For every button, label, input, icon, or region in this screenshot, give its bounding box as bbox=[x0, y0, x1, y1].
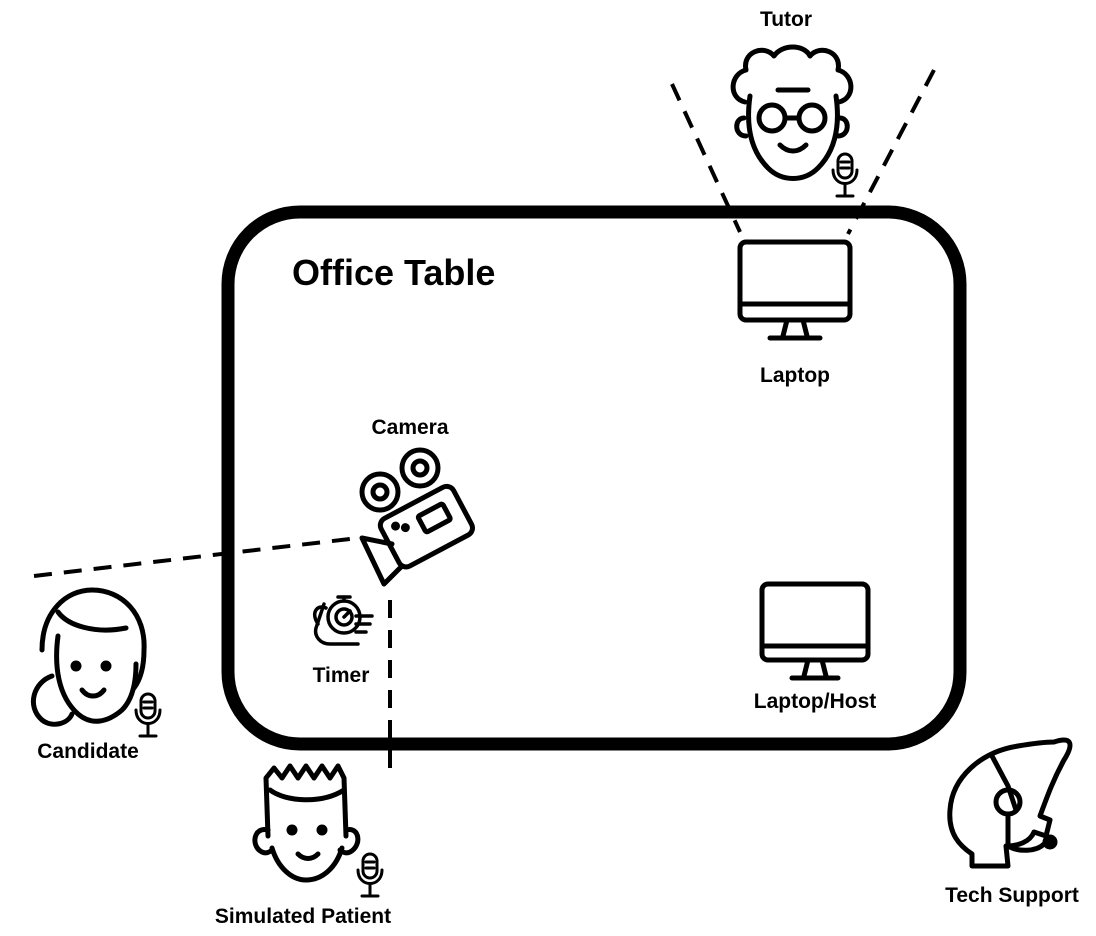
timer-label: Timer bbox=[312, 664, 370, 687]
laptop-label: Laptop bbox=[760, 364, 830, 387]
simulated-patient-icon bbox=[252, 763, 361, 883]
candidate-label: Candidate bbox=[37, 740, 139, 763]
tech-support-label: Tech Support bbox=[945, 884, 1079, 907]
microphone-icon bbox=[134, 692, 162, 738]
camera-label: Camera bbox=[371, 416, 449, 439]
simulated-patient-label: Simulated Patient bbox=[214, 905, 392, 928]
microphone-icon bbox=[356, 852, 384, 898]
laptop-monitor-icon bbox=[737, 239, 853, 341]
table-title: Office Table bbox=[292, 252, 496, 293]
tutor-sightlines bbox=[670, 69, 936, 235]
laptop-host-monitor-icon bbox=[759, 581, 871, 681]
tutor-label: Tutor bbox=[759, 8, 813, 31]
office-table bbox=[221, 205, 967, 751]
camera-sightline bbox=[33, 536, 359, 578]
tutor-icon bbox=[730, 44, 854, 181]
candidate-icon bbox=[30, 587, 147, 727]
video-camera-icon bbox=[359, 447, 475, 587]
laptop-host-label: Laptop/Host bbox=[753, 690, 877, 713]
tech-support-headset-icon bbox=[947, 737, 1073, 869]
microphone-icon bbox=[831, 152, 859, 198]
stopwatch-hand-icon bbox=[313, 595, 374, 646]
